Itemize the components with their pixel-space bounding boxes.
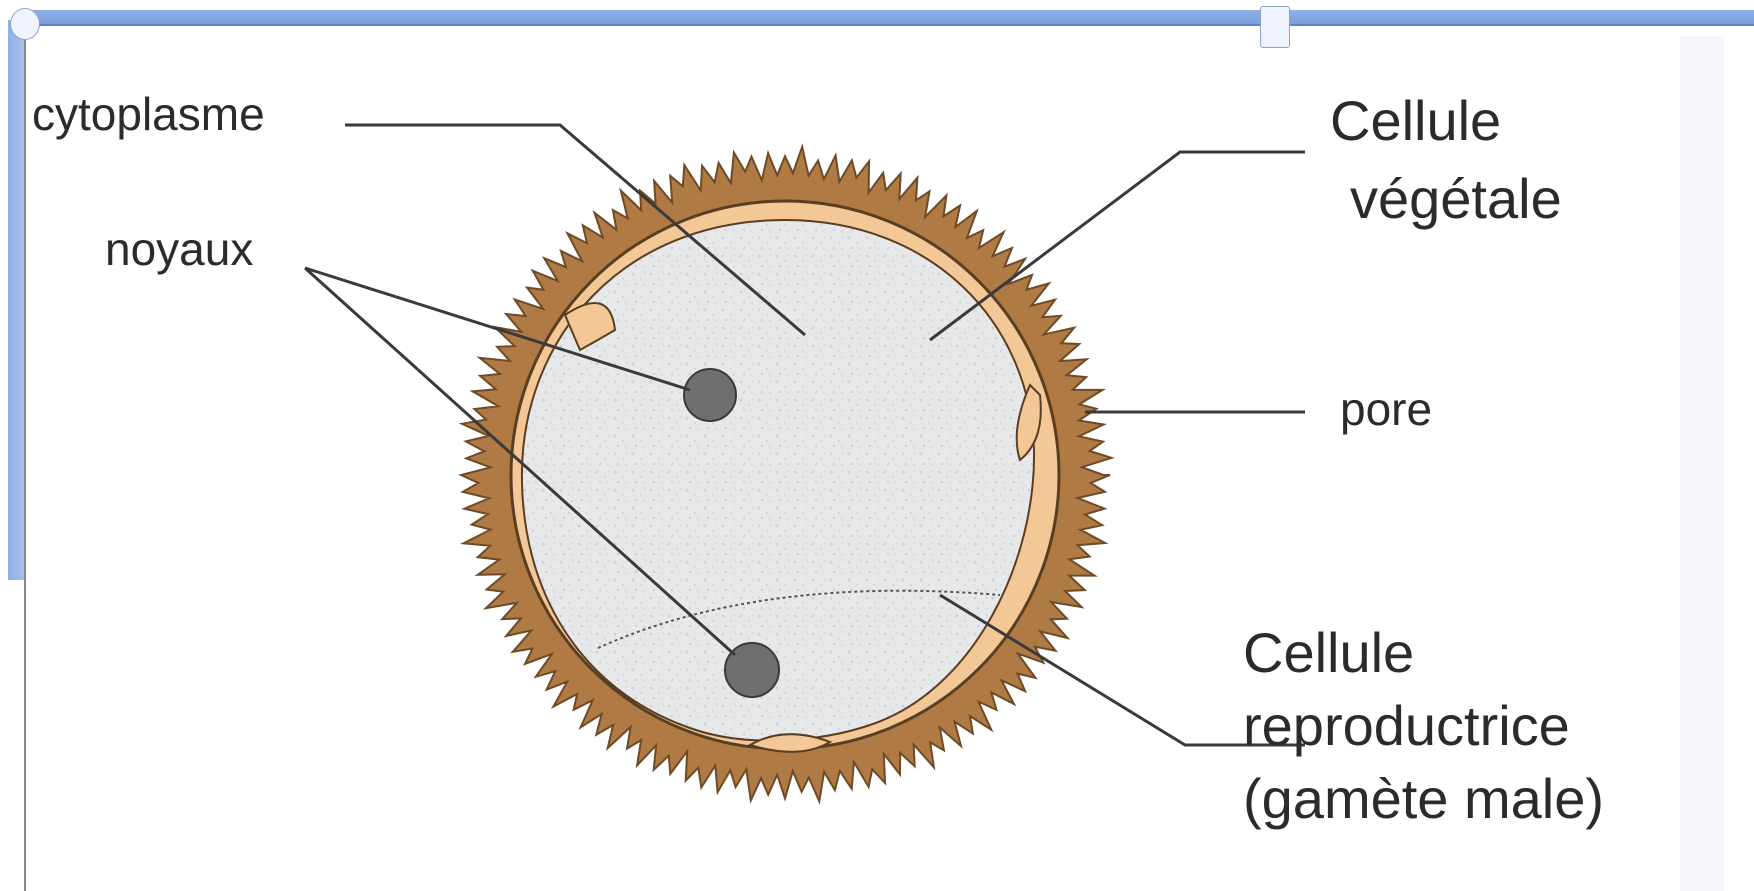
- label-vegetative-cell-line2: végétale: [1350, 167, 1562, 230]
- label-reproductive-cell-line1: Cellule: [1243, 621, 1414, 684]
- label-nuclei: noyaux: [105, 223, 253, 275]
- label-vegetative-cell-line1: Cellule: [1330, 89, 1501, 152]
- nucleus-upper: [684, 369, 736, 421]
- nucleus-lower: [725, 643, 779, 697]
- label-cytoplasm: cytoplasme: [32, 88, 265, 140]
- label-pore: pore: [1340, 383, 1432, 435]
- label-reproductive-cell-line3: (gamète male): [1243, 767, 1604, 830]
- label-reproductive-cell-line2: reproductrice: [1243, 694, 1570, 757]
